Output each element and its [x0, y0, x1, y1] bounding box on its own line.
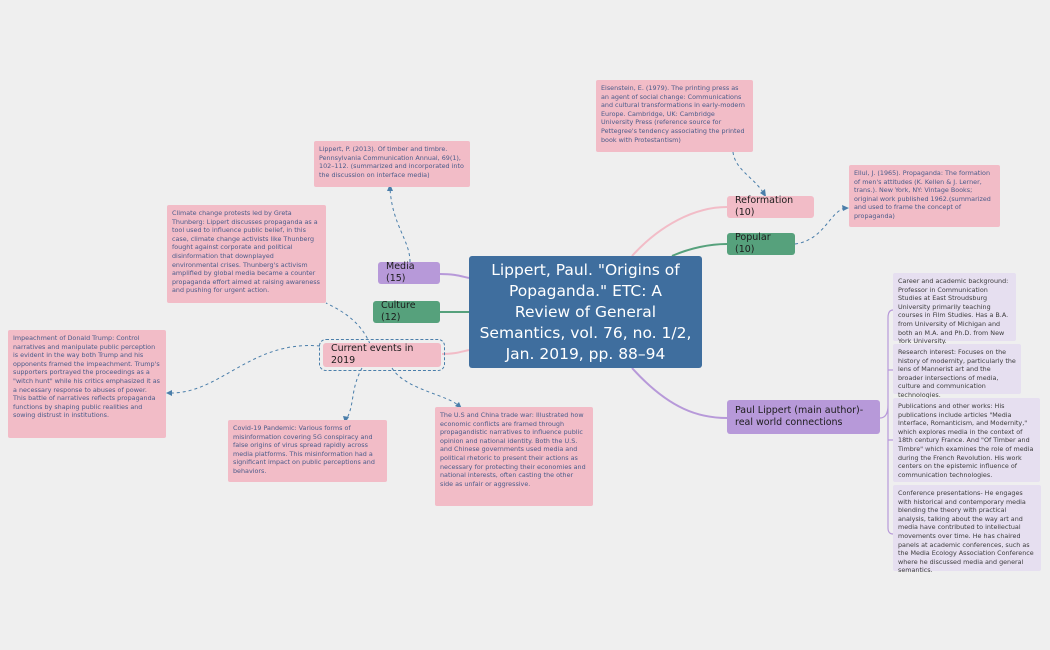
- note-trade-war[interactable]: The U.S and China trade war: Illustrated…: [435, 407, 593, 506]
- arrowhead-ellul: [842, 205, 849, 211]
- connector-author: [631, 367, 728, 419]
- branch-current-events[interactable]: Current events in 2019: [319, 339, 445, 371]
- connector-current-events: [441, 349, 470, 355]
- branch-media-label: Media (15): [386, 261, 415, 284]
- note-impeachment[interactable]: Impeachment of Donald Trump: Control nar…: [8, 330, 166, 438]
- branch-popular-label: Popular (10): [735, 232, 771, 255]
- branch-reformation-label: Reformation (10): [735, 195, 794, 218]
- branch-culture-label: Culture (12): [381, 300, 416, 323]
- branch-culture[interactable]: Culture (12): [373, 300, 440, 323]
- link-current-tradewar: [391, 367, 461, 408]
- note-lippert-2013[interactable]: Lippert, P. (2013). Of timber and timbre…: [314, 141, 470, 187]
- link-current-climate: [325, 302, 371, 345]
- branch-popular[interactable]: Popular (10): [727, 232, 795, 255]
- note-conference[interactable]: Conference presentations- He engages wit…: [893, 485, 1041, 574]
- connector-popular: [671, 243, 728, 257]
- branch-current-events-label: Current events in 2019: [331, 343, 414, 366]
- note-covid[interactable]: Covid-19 Pandemic: Various forms of misi…: [228, 420, 387, 482]
- connector-author-bracket: [879, 309, 894, 535]
- link-reformation-eisenstein: [732, 151, 765, 195]
- note-research[interactable]: Research interest: Focuses on the histor…: [893, 344, 1021, 399]
- branch-author-label: Paul Lippert (main author)- real world c…: [735, 405, 864, 428]
- link-current-impeachment: [167, 345, 321, 394]
- branch-media[interactable]: Media (15): [378, 261, 440, 284]
- central-topic[interactable]: Lippert, Paul. "Origins of Popaganda." E…: [469, 256, 702, 368]
- branch-author[interactable]: Paul Lippert (main author)- real world c…: [727, 400, 880, 434]
- note-career[interactable]: Career and academic background: Professo…: [893, 273, 1016, 345]
- note-eisenstein[interactable]: Eisenstein, E. (1979). The printing pres…: [596, 80, 753, 152]
- central-topic-label: Lippert, Paul. "Origins of Popaganda." E…: [479, 260, 692, 363]
- arrowhead-impeachment: [166, 390, 172, 396]
- branch-reformation[interactable]: Reformation (10): [727, 195, 814, 218]
- note-ellul[interactable]: Ellul, J. (1965). Propaganda: The format…: [849, 165, 1000, 227]
- link-popular-ellul: [794, 207, 847, 245]
- link-current-covid: [345, 367, 363, 421]
- connector-media: [439, 273, 470, 279]
- link-media-lippert2013: [389, 187, 411, 263]
- note-climate-change[interactable]: Climate change protests led by Greta Thu…: [167, 205, 326, 303]
- arrowhead-lippert2013: [387, 184, 393, 191]
- note-publications[interactable]: Publications and other works: His public…: [893, 398, 1040, 482]
- arrowhead-eisenstein: [760, 189, 766, 197]
- connector-reformation: [631, 206, 728, 257]
